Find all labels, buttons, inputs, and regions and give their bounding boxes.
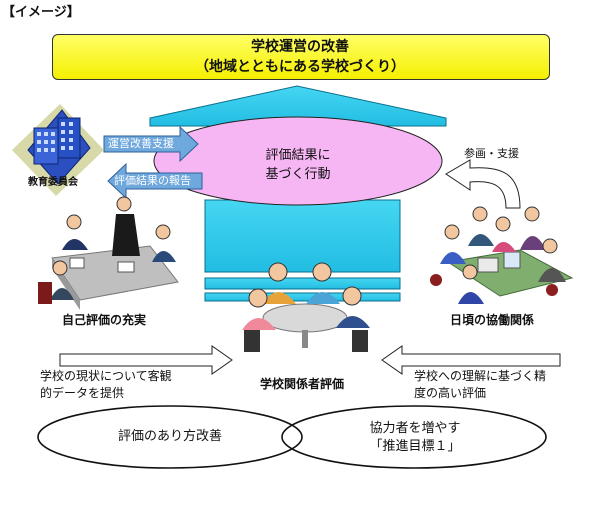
ellipse-left <box>37 405 303 469</box>
header-label: 【イメージ】 <box>2 5 80 20</box>
center-text-line1: 評価結果に <box>265 148 331 163</box>
house-arrow <box>149 85 447 302</box>
participation-label: 参画・支援 <box>464 147 519 160</box>
round-table-people-icon <box>242 262 370 352</box>
collab-title: 日頃の協働関係 <box>450 313 535 327</box>
curve-arrow-right <box>445 159 521 209</box>
meeting-people-icon <box>38 196 179 310</box>
arrow-right-to-center <box>381 345 561 375</box>
banner-title: 学校運営の改善 <box>251 39 349 55</box>
top-banner <box>52 34 550 80</box>
arrow-left-to-center <box>59 345 233 375</box>
self-eval-line1: 学校の現状について客観 <box>40 369 172 383</box>
collab-line1: 学校への理解に基づく精 <box>414 369 547 383</box>
ellipse-right <box>281 405 547 469</box>
collab-line2: 度の高い評価 <box>414 386 487 400</box>
school-building-icon <box>12 104 104 196</box>
arrow-support-label: 運営改善支援 <box>108 137 174 150</box>
self-eval-line2: 的データを提供 <box>40 386 125 400</box>
self-eval-title: 自己評価の充実 <box>62 313 147 327</box>
ellipse-right-label-line1: 協力者を増やす <box>369 421 461 436</box>
banner-subtitle: （地域とともにある学校づくり） <box>195 59 405 75</box>
action-ellipse <box>153 116 443 206</box>
ellipse-right-label-line2: 「推進目標１」 <box>369 439 461 454</box>
board-label: 教育委員会 <box>28 177 78 188</box>
stakeholder-title: 学校関係者評価 <box>259 377 344 391</box>
ellipse-left-label: 評価のあり方改善 <box>117 429 222 444</box>
center-text-line2: 基づく行動 <box>265 167 331 182</box>
board-arrows <box>103 125 203 200</box>
community-people-icon <box>430 206 574 304</box>
arrow-report-label: 評価結果の報告 <box>114 174 191 187</box>
